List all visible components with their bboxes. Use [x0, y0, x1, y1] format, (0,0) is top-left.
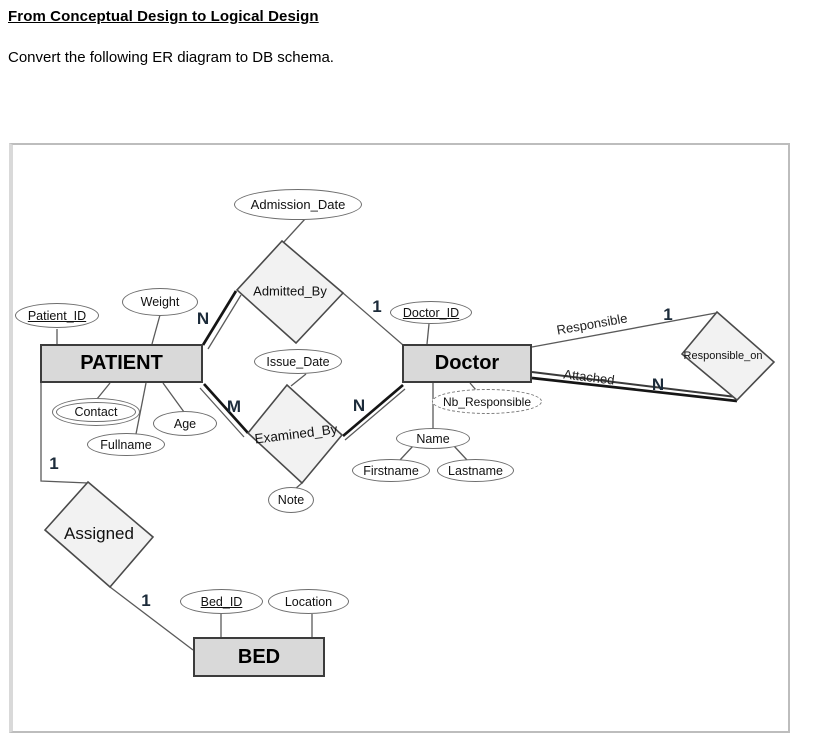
attribute-fullname: Fullname [87, 433, 165, 456]
cardinality-doctor-responsible: 1 [663, 305, 673, 324]
attribute-nb-responsible: Nb_Responsible [432, 389, 542, 414]
entity-bed: BED [193, 637, 325, 677]
er-diagram-canvas: PATIENT Doctor BED Admitted_By Examined_… [9, 143, 790, 733]
attribute-firstname: Firstname [352, 459, 430, 482]
attribute-contact: Contact [52, 398, 140, 426]
attribute-lastname: Lastname [437, 459, 514, 482]
relationship-assigned-label: Assigned [64, 524, 134, 543]
entity-doctor: Doctor [402, 344, 532, 383]
relationship-examined-by-diamond [246, 383, 344, 485]
relationship-assigned-diamond [43, 480, 155, 589]
er-diagram-connectors [40, 218, 776, 651]
cardinality-admitted-doctor: 1 [372, 297, 382, 316]
entity-patient: PATIENT [40, 344, 203, 383]
attribute-bed-id: Bed_ID [180, 589, 263, 614]
attribute-weight: Weight [122, 288, 198, 316]
attribute-admission-date: Admission_Date [234, 189, 362, 220]
relationship-diamonds [43, 239, 776, 589]
attribute-location: Location [268, 589, 349, 614]
instruction-text: Convert the following ER diagram to DB s… [8, 49, 334, 66]
cardinality-patient-assigned: 1 [49, 454, 59, 473]
attribute-issue-date: Issue_Date [254, 349, 342, 374]
connector-lines [40, 218, 738, 651]
attribute-age: Age [153, 411, 217, 436]
relationship-admitted-by-diamond [235, 239, 345, 345]
relationship-admitted-by-label: Admitted_By [253, 283, 327, 299]
attribute-patient-id: Patient_ID [15, 303, 99, 328]
cardinality-patient-examined: M [226, 397, 242, 416]
attribute-note: Note [268, 487, 314, 513]
attribute-name: Name [396, 428, 470, 449]
page-title: From Conceptual Design to Logical Design [8, 8, 319, 25]
cardinality-patient-admitted: N [196, 309, 210, 328]
cardinality-examined-doctor: N [352, 396, 366, 415]
relationship-responsible-on-label: Responsible_on [683, 350, 763, 362]
attribute-doctor-id: Doctor_ID [390, 301, 472, 324]
relationship-responsible-on-diamond [680, 310, 776, 402]
cardinality-assigned-bed: 1 [141, 591, 151, 610]
cardinality-doctor-attached: N [651, 375, 665, 394]
